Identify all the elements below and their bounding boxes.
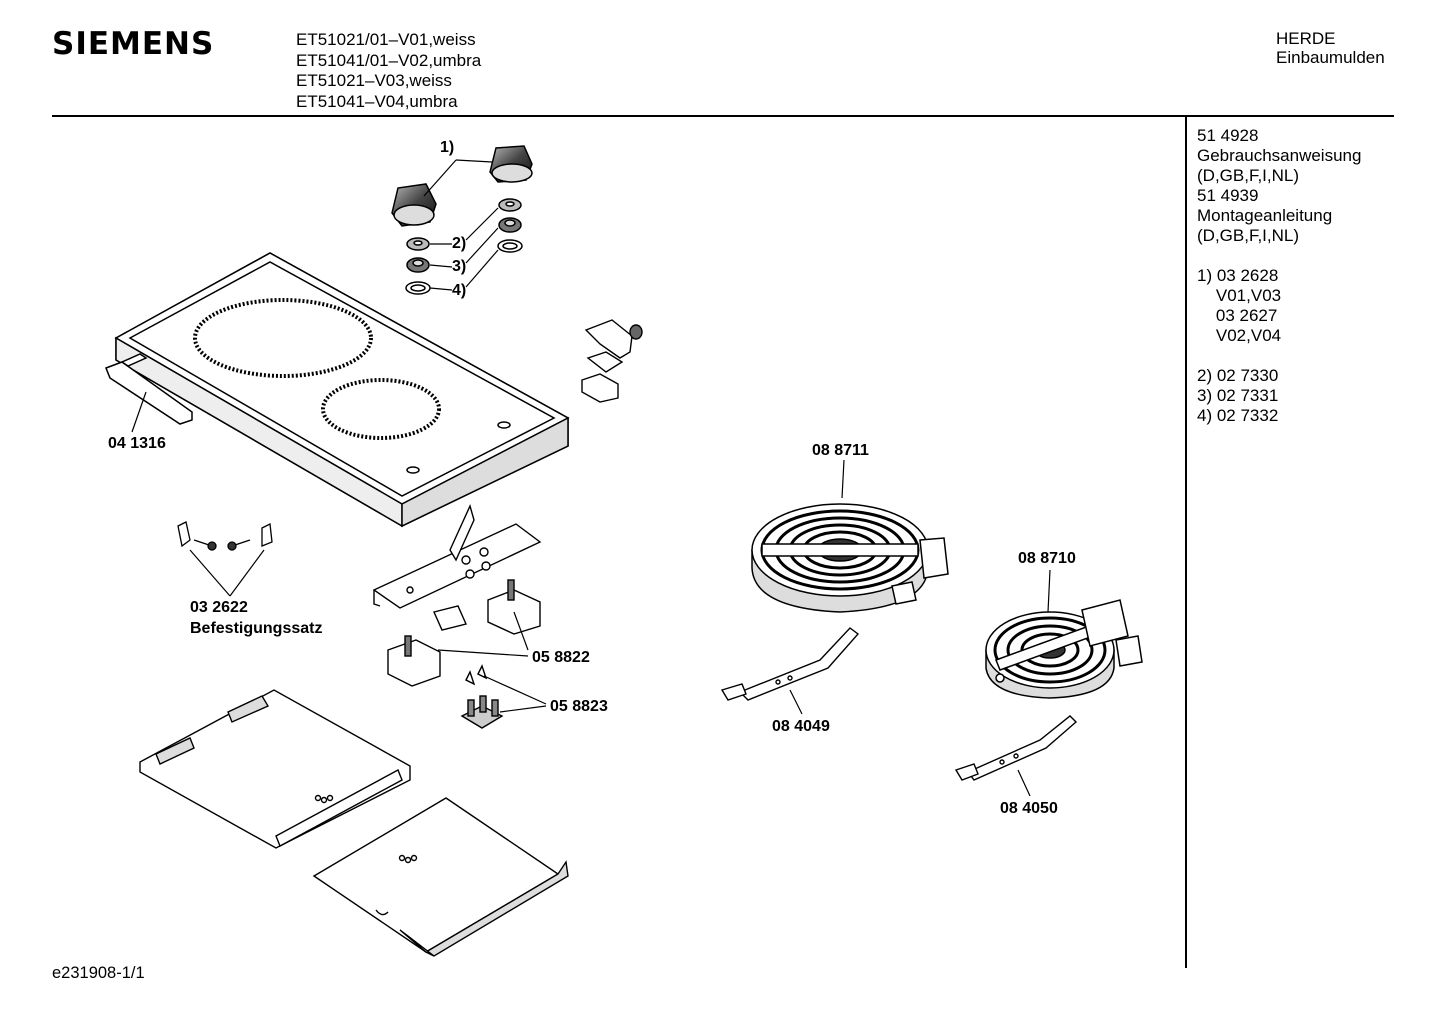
support-bracket <box>372 503 542 609</box>
note-line: (D,GB,F,I,NL) <box>1197 226 1300 245</box>
mounting-brackets <box>581 319 643 403</box>
heater-small-leader <box>1047 569 1051 613</box>
model-line: ET51021–V03,weiss <box>296 71 452 90</box>
regulator-leaders <box>437 611 529 657</box>
note-line: 2) 02 7330 <box>1197 366 1279 385</box>
label-fixing-name: Befestigungssatz <box>190 620 322 637</box>
model-line: ET51021/01–V01,weiss <box>296 30 476 49</box>
control-knobs <box>391 145 533 227</box>
model-list: ET51021/01–V01,weiss ET51041/01–V02,umbr… <box>296 30 481 112</box>
label-knobs: 1) <box>440 139 454 156</box>
note-line: Gebrauchsanweisung <box>1197 146 1362 165</box>
label-terminal: 05 8823 <box>550 698 608 715</box>
washer-stack-left <box>405 237 431 295</box>
label-trim: 04 1316 <box>108 435 166 452</box>
parts-notes: 51 4928 Gebrauchsanweisung (D,GB,F,I,NL)… <box>1197 126 1361 426</box>
terminal-block <box>460 664 504 729</box>
note-line: 1) 03 2628 <box>1197 266 1279 285</box>
category-block: HERDE Einbaumulden <box>1276 29 1385 67</box>
terminal-leaders <box>483 675 547 713</box>
limiter-large <box>720 627 860 701</box>
drawing-number: e231908-1/1 <box>52 964 145 982</box>
limiter-small <box>954 715 1078 781</box>
model-line: ET51041/01–V02,umbra <box>296 50 482 70</box>
heater-large <box>751 503 949 613</box>
knob-leaders <box>423 159 493 197</box>
note-line: Montageanleitung <box>1197 206 1333 225</box>
heater-large-leader <box>841 459 845 499</box>
label-limiter-small: 08 4050 <box>1000 800 1058 817</box>
header-divider <box>52 115 1394 117</box>
note-line: 51 4928 <box>1197 126 1259 145</box>
washer-stack-right <box>497 198 523 253</box>
label-heater-large: 08 8711 <box>812 442 869 459</box>
category-line: Einbaumulden <box>1276 47 1385 67</box>
limiter-large-leader <box>789 689 803 715</box>
label-ring-4: 4) <box>452 282 466 299</box>
note-line: V02,V04 <box>1197 326 1282 345</box>
label-limiter-large: 08 4049 <box>772 718 830 735</box>
energy-regulators <box>387 579 541 687</box>
label-regulator: 05 8822 <box>532 649 590 666</box>
note-line: V01,V03 <box>1197 286 1282 305</box>
washer-leaders <box>429 207 499 291</box>
category-line: HERDE <box>1276 29 1336 48</box>
limiter-small-leader <box>1017 769 1031 797</box>
note-line: 51 4939 <box>1197 186 1259 205</box>
base-plate <box>139 689 411 849</box>
trim-leader <box>131 391 147 433</box>
label-ring-3: 3) <box>452 258 466 275</box>
label-ring-2: 2) <box>452 235 466 252</box>
note-line: 03 2627 <box>1197 306 1278 325</box>
note-line: 3) 02 7331 <box>1197 386 1279 405</box>
bottom-cover <box>312 797 569 957</box>
sidebar-divider <box>1185 117 1187 968</box>
label-heater-small: 08 8710 <box>1018 550 1076 567</box>
trim-profile <box>105 353 193 425</box>
fixing-clips <box>177 521 273 551</box>
note-line: 4) 02 7332 <box>1197 406 1279 425</box>
fixing-leaders <box>189 549 265 597</box>
heater-small <box>985 599 1143 699</box>
model-line: ET51041–V04,umbra <box>296 91 458 111</box>
siemens-logo: SIEMENS <box>52 26 215 62</box>
ceramic-hob-top <box>114 252 570 528</box>
note-line: (D,GB,F,I,NL) <box>1197 166 1300 185</box>
label-fixing-number: 03 2622 <box>190 599 248 616</box>
